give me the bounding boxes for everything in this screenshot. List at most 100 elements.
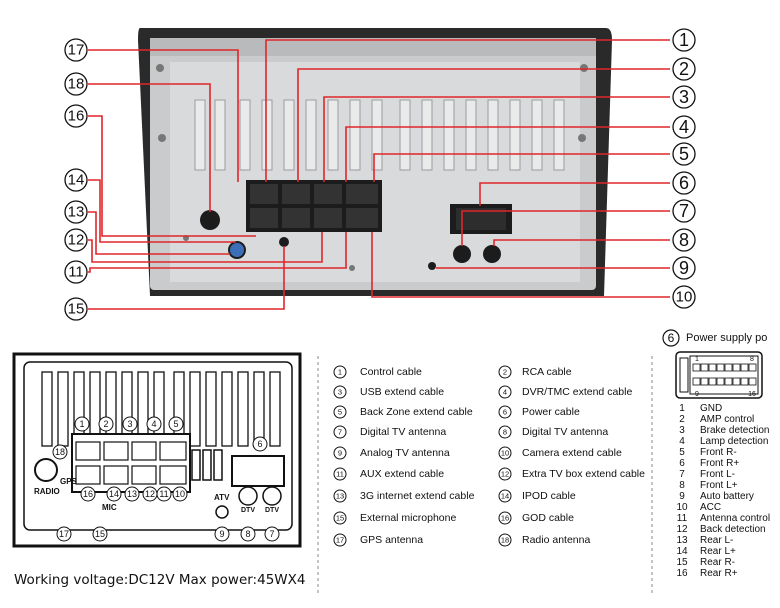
pin-label: Front L- [700,469,735,480]
diag-num-14: 14 [109,489,119,499]
legend-label: GOD cable [522,512,574,524]
diag-num-18: 18 [55,447,65,457]
pin-num: 13 [676,535,688,546]
pin-num: 3 [679,425,685,436]
pin-label: Front R- [700,447,737,458]
legend-label: Control cable [360,366,422,378]
callout-12: 12 [68,232,85,249]
callout-5: 5 [679,144,689,164]
power-supply-num: 6 [668,331,675,345]
pin-num: 12 [676,524,688,535]
legend-label: RCA cable [522,366,572,378]
legend-num: 4 [503,388,507,397]
legend-label: Digital TV antenna [360,426,446,438]
pin-marker-16: 16 [748,391,756,398]
legend-num: 9 [338,449,342,458]
legend-label: USB extend cable [360,386,444,398]
pin-num: 11 [677,513,688,524]
callout-1: 1 [679,30,689,50]
pin-num: 8 [679,480,685,491]
diag-num-6: 6 [257,439,262,449]
pin-label: Lamp detection [700,436,768,447]
legend-label: Extra TV box extend cable [522,468,645,480]
callout-10: 10 [676,289,693,306]
legend-num: 12 [501,470,509,479]
legend: 1 3 5 7 9 11 13 15 17 2 4 6 8 10 12 14 1… [333,365,645,547]
legend-num: 11 [336,470,344,479]
legend-num: 14 [501,492,509,501]
pin-marker-9: 9 [695,391,699,398]
pin-label: Front R+ [700,458,739,469]
pin-num: 10 [676,502,688,513]
pin-label: Rear R- [700,557,735,568]
diag-num-12: 12 [145,489,155,499]
callout-3: 3 [679,87,689,107]
pin-num: 6 [679,458,685,469]
legend-label: Camera extend cable [522,447,622,459]
diag-num-10: 10 [175,489,185,499]
pin-num: 16 [676,568,688,579]
gps-label: GPS [60,477,78,486]
pin-label: AMP control [700,414,754,425]
legend-num: 18 [501,536,509,545]
diag-num-17: 17 [59,529,69,539]
legend-label: Analog TV antenna [360,447,450,459]
pin-num: 5 [679,447,685,458]
legend-label: External microphone [360,512,456,524]
legend-label: IPOD cable [522,490,576,502]
atv-label: ATV [214,493,230,502]
spec-caption: Working voltage:DC12V Max power:45WX4 [14,572,306,588]
legend-num: 8 [503,428,507,437]
legend-num: 6 [503,408,507,417]
pin-label: Back detection [700,524,766,535]
pin-label: Front L+ [700,480,738,491]
pin-marker-8: 8 [750,356,754,363]
legend-num: 17 [336,536,344,545]
legend-num: 10 [501,449,509,458]
diag-num-11: 11 [159,489,168,499]
legend-label: AUX extend cable [360,468,444,480]
pin-num: 14 [676,546,688,557]
diag-num-7: 7 [269,529,274,539]
callout-11: 11 [68,264,84,281]
diag-num-2: 2 [103,419,108,429]
pin-num: 15 [676,557,688,568]
diag-num-3: 3 [127,419,132,429]
callout-14: 14 [68,172,85,189]
legend-label: 3G internet extend cable [360,490,475,502]
pin-label: Rear L+ [700,546,736,557]
callouts-left [64,38,88,321]
legend-num: 1 [338,368,342,377]
pin-label: Rear R+ [700,568,738,579]
callout-4: 4 [679,117,689,137]
dtv-label-2: DTV [265,507,279,514]
mic-label: MIC [102,503,117,512]
callout-17: 17 [68,42,85,59]
callout-6: 6 [679,173,689,193]
legend-num: 7 [338,428,342,437]
pin-num: 2 [679,414,685,425]
pin-marker-1: 1 [695,356,699,363]
callout-18: 18 [68,76,85,93]
callout-16: 16 [68,108,85,125]
diag-num-15: 15 [95,529,105,539]
legend-num: 5 [338,408,342,417]
pin-label: Brake detection [700,425,770,436]
callout-leaders [88,39,670,310]
callout-15: 15 [68,301,85,318]
legend-label: Power cable [522,406,580,418]
pin-label: Auto battery [700,491,754,502]
pin-label: Rear L- [700,535,733,546]
legend-label: Back Zone extend cable [360,406,473,418]
power-supply-title: Power supply po [686,332,767,344]
diag-num-1: 1 [79,419,84,429]
radio-label: RADIO [34,487,60,496]
pin-num: 1 [679,403,685,414]
callout-8: 8 [679,230,689,250]
pin-num: 9 [679,491,685,502]
pin-num: 7 [679,469,685,480]
diag-num-5: 5 [173,419,178,429]
callout-2: 2 [679,59,689,79]
power-supply-pinout: 6 Power supply po 1 8 9 16 1 2 3 4 5 6 7… [662,329,770,579]
